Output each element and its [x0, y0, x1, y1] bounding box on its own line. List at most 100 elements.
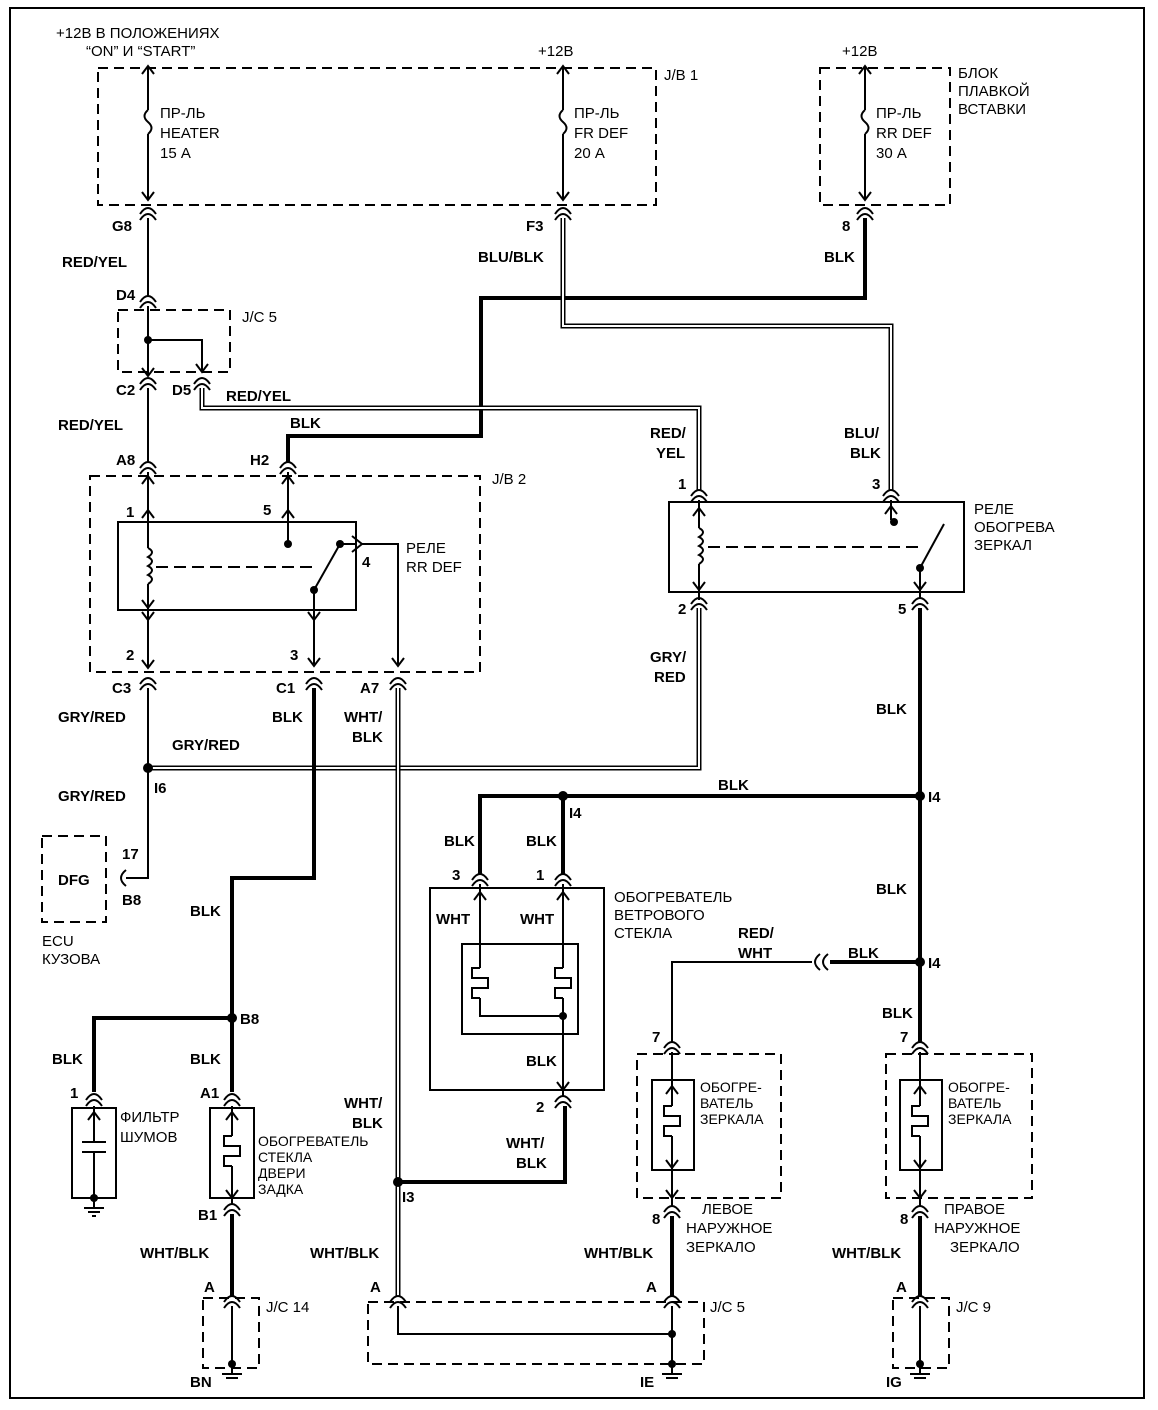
conn-a8: A8 [116, 452, 135, 469]
conn-c3: C3 [112, 680, 131, 697]
left-mirror-l1: ЛЕВОЕ [702, 1201, 753, 1218]
wire-blk-relay5: BLK [876, 701, 907, 718]
rm-pin-7: 7 [900, 1029, 908, 1046]
wire-blk-c1-label: BLK [272, 709, 303, 726]
fuse-block-label-2: ПЛАВКОЙ [958, 82, 1030, 100]
jb1-box [97, 67, 657, 206]
mr-pin-3: 3 [872, 476, 880, 493]
plus12-frdef: +12В [538, 43, 573, 60]
fuse-block-label: БЛОК [958, 65, 998, 82]
wire-wht-blk-i3-1: WHT/ [344, 1095, 383, 1112]
heater-fuse-l3: 15 А [160, 145, 191, 162]
jc5-bottom-box [367, 1301, 705, 1365]
conn-c2: C2 [116, 382, 135, 399]
wire-wht-2: WHT [520, 911, 554, 928]
rm-heater-element [911, 1105, 929, 1137]
ground-bn: BN [190, 1374, 212, 1391]
pin-4: 4 [362, 554, 371, 571]
wire-blk-filter: BLK [52, 1051, 83, 1068]
mirror-relay-l1: РЕЛЕ [974, 501, 1014, 518]
frdef-fuse-l1: ПР-ЛЬ [574, 105, 620, 122]
wire-gry-red-v1: GRY/ [650, 649, 687, 666]
wire-red-yel-2: RED/YEL [58, 417, 123, 434]
wire-red-yel-v1: RED/ [650, 425, 687, 442]
wire-wht-blk-bottom: WHT/BLK [310, 1245, 379, 1262]
wire-wht-blk-rm: WHT/BLK [832, 1245, 901, 1262]
mirror-relay-box [668, 501, 965, 593]
left-mirror-l2: НАРУЖНОЕ [686, 1220, 772, 1237]
wire-red-wht-1: RED/ [738, 925, 775, 942]
wire-wht-blk-ws-2: BLK [516, 1155, 547, 1172]
wire-blk-ws3: BLK [444, 833, 475, 850]
ecu-box [41, 835, 107, 923]
filter-label-1: ФИЛЬТР [120, 1109, 180, 1126]
pin-b1: B1 [198, 1207, 217, 1224]
conn-h2: H2 [250, 452, 269, 469]
node-i4-c: I4 [928, 955, 941, 972]
conn-f3: F3 [526, 218, 544, 235]
wire-gry-red-3: GRY/RED [58, 788, 126, 805]
wire-wht-blk-a7-1: WHT/ [344, 709, 383, 726]
wire-wht-blk-i3-2: BLK [352, 1115, 383, 1132]
mirror-relay-l2: ОБОГРЕВА [974, 519, 1055, 536]
lm-heater-l2: ВАТЕЛЬ [700, 1095, 753, 1111]
ws-pin-2: 2 [536, 1099, 544, 1116]
rrdef-coil [145, 547, 153, 585]
pin-a-jc5-r: A [646, 1279, 657, 1296]
wire-blk-rear: BLK [190, 1051, 221, 1068]
wire-blk-i4-label: BLK [718, 777, 749, 794]
right-mirror-box [885, 1053, 1033, 1199]
ws-pin-1: 1 [536, 867, 544, 884]
frdef-fuse-l3: 20 А [574, 145, 605, 162]
pin-a1: A1 [200, 1085, 219, 1102]
rrdef-fuse-l1: ПР-ЛЬ [876, 105, 922, 122]
jb1-label: J/B 1 [664, 67, 698, 84]
node-b8: B8 [240, 1011, 259, 1028]
node-i6: I6 [154, 780, 167, 797]
wire-blk-ws1: BLK [526, 833, 557, 850]
fuse-block-box [819, 67, 951, 206]
mirror-relay-coil [696, 527, 704, 565]
ground-ig: IG [886, 1374, 902, 1391]
pin-1: 1 [126, 504, 134, 521]
rrdef-relay-l1: РЕЛЕ [406, 540, 446, 557]
rm-heater-l1: ОБОГРЕ- [948, 1079, 1010, 1095]
heater-fuse-l2: HEATER [160, 125, 220, 142]
ignition-supply-label: +12В В ПОЛОЖЕНИЯХ [56, 25, 220, 42]
ecu-label-1: ECU [42, 933, 74, 950]
wire-gry-red-1: GRY/RED [58, 709, 126, 726]
wire-red-yel-1: RED/YEL [62, 254, 127, 271]
mr-pin-1: 1 [678, 476, 686, 493]
wire-blk-top: BLK [824, 249, 855, 266]
wire-gry-red-v2: RED [654, 669, 686, 686]
windshield-heater-box [429, 887, 605, 1091]
filter-label-2: ШУМОВ [120, 1129, 177, 1146]
rear-heater-l1: ОБОГРЕВАТЕЛЬ [258, 1133, 368, 1149]
lm-pin-8: 8 [652, 1211, 660, 1228]
rrdef-relay-box [117, 521, 357, 611]
wire-blk-c1 [230, 688, 316, 1018]
wire-blu-blk-v1: BLU/ [844, 425, 880, 442]
rear-heater-l2: СТЕКЛА [258, 1149, 313, 1165]
right-mirror-l3: ЗЕРКАЛО [950, 1239, 1020, 1256]
rear-heater-l4: ЗАДКА [258, 1181, 304, 1197]
conn-a7: A7 [360, 680, 379, 697]
pin-5: 5 [263, 502, 271, 519]
plus12-rrdef: +12В [842, 43, 877, 60]
conn-g8: G8 [112, 218, 132, 235]
wire-blu-blk: BLU/BLK [478, 249, 544, 266]
jb2-label: J/B 2 [492, 471, 526, 488]
left-mirror-l3: ЗЕРКАЛО [686, 1239, 756, 1256]
mr-pin-2: 2 [678, 601, 686, 618]
rm-pin-8: 8 [900, 1211, 908, 1228]
wire-wht-blk-ws-1: WHT/ [506, 1135, 545, 1152]
right-mirror-l1: ПРАВОЕ [944, 1201, 1005, 1218]
wire-blk-mid: BLK [290, 415, 321, 432]
wire-blk-rm7: BLK [882, 1005, 913, 1022]
conn-d5: D5 [172, 382, 191, 399]
wire-wht-blk-lm: WHT/BLK [584, 1245, 653, 1262]
lm-heater-element [663, 1105, 681, 1137]
jc5-bottom-label: J/C 5 [710, 1299, 745, 1316]
pin-a-jc5-l: A [370, 1279, 381, 1296]
mirror-relay-l3: ЗЕРКАЛ [974, 537, 1032, 554]
